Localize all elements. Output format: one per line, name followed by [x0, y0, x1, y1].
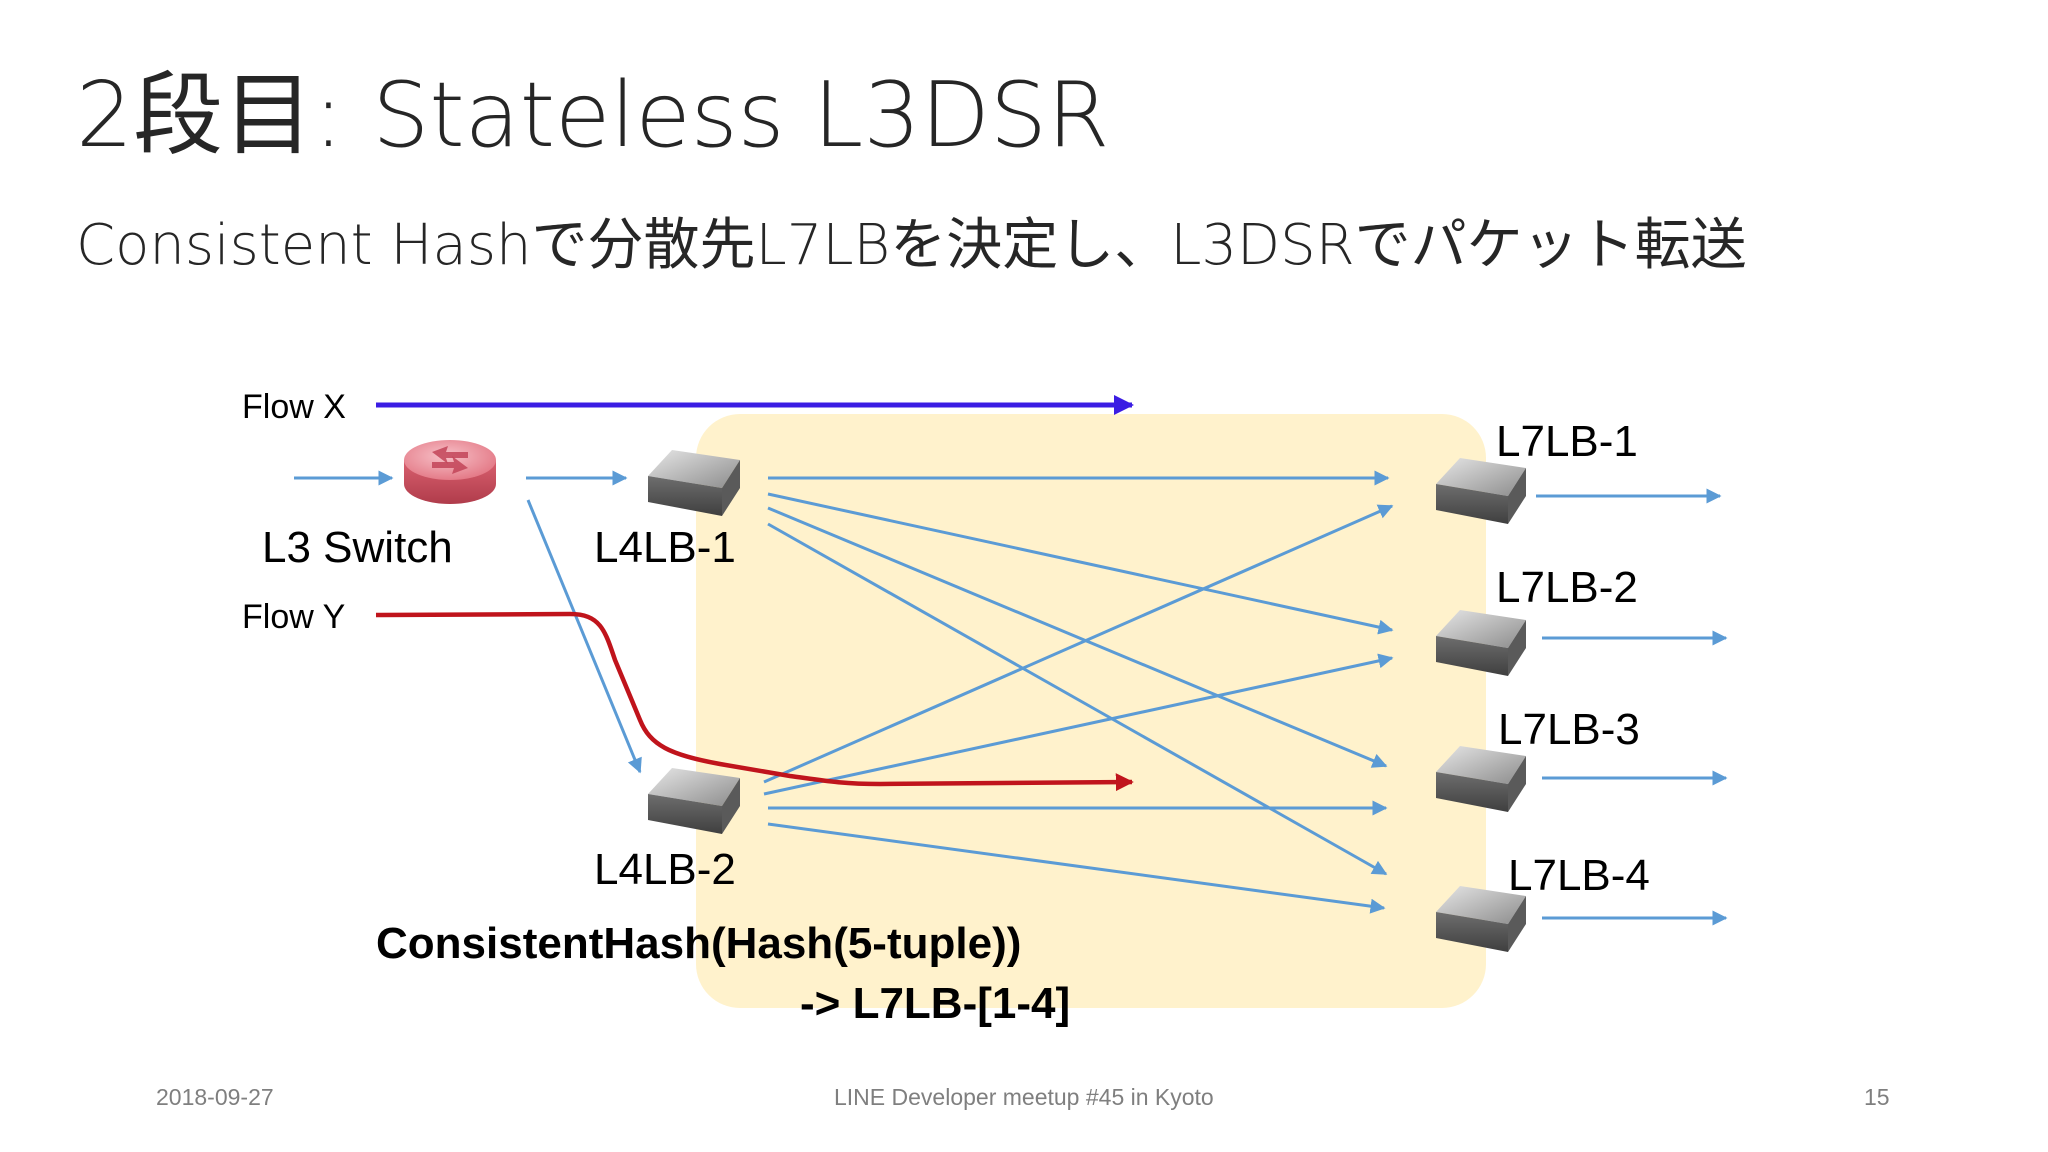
l7lb-1-label: L7LB-1 — [1496, 417, 1638, 466]
lb-region — [696, 414, 1486, 1008]
l7lb-4-icon — [1436, 886, 1526, 952]
l4lb-2-label: L4LB-2 — [594, 845, 736, 894]
l3-switch-label: L3 Switch — [262, 523, 453, 572]
l7lb-3-label: L7LB-3 — [1498, 705, 1640, 754]
l7lb-3-icon — [1436, 746, 1526, 812]
footer-date: 2018-09-27 — [156, 1084, 274, 1110]
flow-x-label: Flow X — [242, 388, 346, 426]
l7lb-2-icon — [1436, 610, 1526, 676]
l7lb-4-label: L7LB-4 — [1508, 851, 1650, 900]
link-l4lb2-l7lb1 — [763, 504, 1394, 784]
slide-title: 2段目: Stateless L3DSR — [76, 63, 1110, 168]
slide-subtitle: Consistent Hashで分散先L7LBを決定し、L3DSRでパケット転送 — [76, 213, 1747, 278]
link-l4lb2-l7lb2 — [763, 653, 1394, 796]
l3-switch-icon — [404, 440, 496, 504]
link-l4lb1-l7lb3 — [767, 506, 1388, 768]
flow-y-label: Flow Y — [242, 598, 345, 636]
link-l4lb2-l7lb4 — [767, 822, 1386, 914]
l4lb-1-icon — [648, 450, 740, 516]
hash-rule-line1: ConsistentHash(Hash(5-tuple)) — [376, 919, 1021, 968]
l7lb-2-label: L7LB-2 — [1496, 563, 1638, 612]
l4lb-2-icon — [648, 768, 740, 834]
hash-rule-line2: -> L7LB-[1-4] — [800, 979, 1070, 1028]
l4lb-1-label: L4LB-1 — [594, 523, 736, 572]
footer-event: LINE Developer meetup #45 in Kyoto — [834, 1084, 1214, 1110]
flow-y-arrow — [375, 611, 1134, 792]
footer-page-number: 15 — [1864, 1084, 1890, 1110]
link-l4lb1-l7lb4 — [767, 522, 1388, 876]
l7lb-1-icon — [1436, 458, 1526, 524]
link-switch-l4lb2 — [526, 499, 642, 774]
link-l4lb1-l7lb2 — [767, 492, 1394, 635]
